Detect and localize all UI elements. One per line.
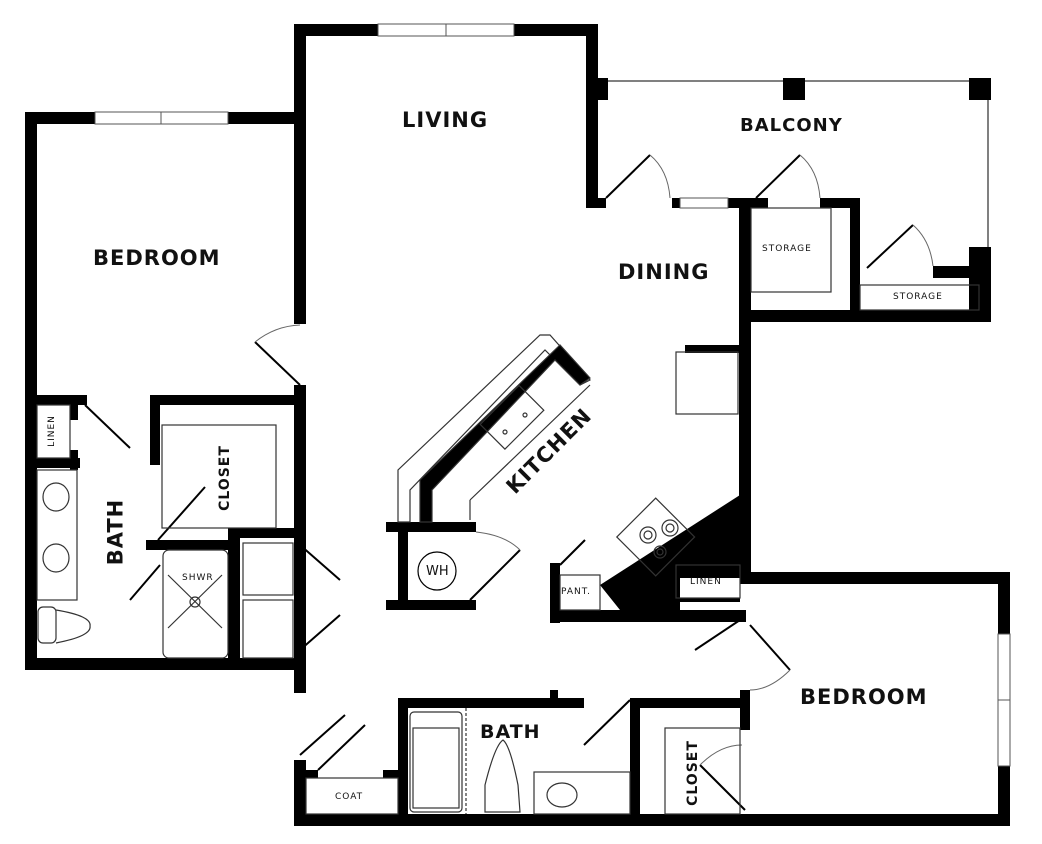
room-label-bath-left: BATH xyxy=(103,498,128,566)
room-label-coat: COAT xyxy=(335,792,364,802)
room-label-pantry: PANT. xyxy=(561,587,592,597)
room-label-dining: DINING xyxy=(618,260,710,284)
room-label-closet-left: CLOSET xyxy=(216,445,233,511)
room-label-bath-bottom: BATH xyxy=(480,721,541,743)
room-label-closet-right: CLOSET xyxy=(684,740,701,806)
room-label-living: LIVING xyxy=(402,108,489,132)
room-label-linen-right: LINEN xyxy=(690,577,722,587)
room-label-storage-2: STORAGE xyxy=(893,292,943,302)
room-label-storage-1: STORAGE xyxy=(762,244,812,254)
exterior-walls xyxy=(25,24,1010,826)
windows xyxy=(94,23,1011,767)
fixtures xyxy=(36,207,980,815)
room-label-water-heater: WH xyxy=(426,564,449,579)
doors xyxy=(84,154,934,811)
room-label-bedroom-left: BEDROOM xyxy=(93,246,221,270)
room-label-shower: SHWR xyxy=(182,573,214,583)
room-label-bedroom-right: BEDROOM xyxy=(800,685,928,709)
room-label-balcony: BALCONY xyxy=(740,115,843,136)
interior-walls xyxy=(25,345,746,668)
room-label-linen-left: LINEN xyxy=(46,415,57,447)
